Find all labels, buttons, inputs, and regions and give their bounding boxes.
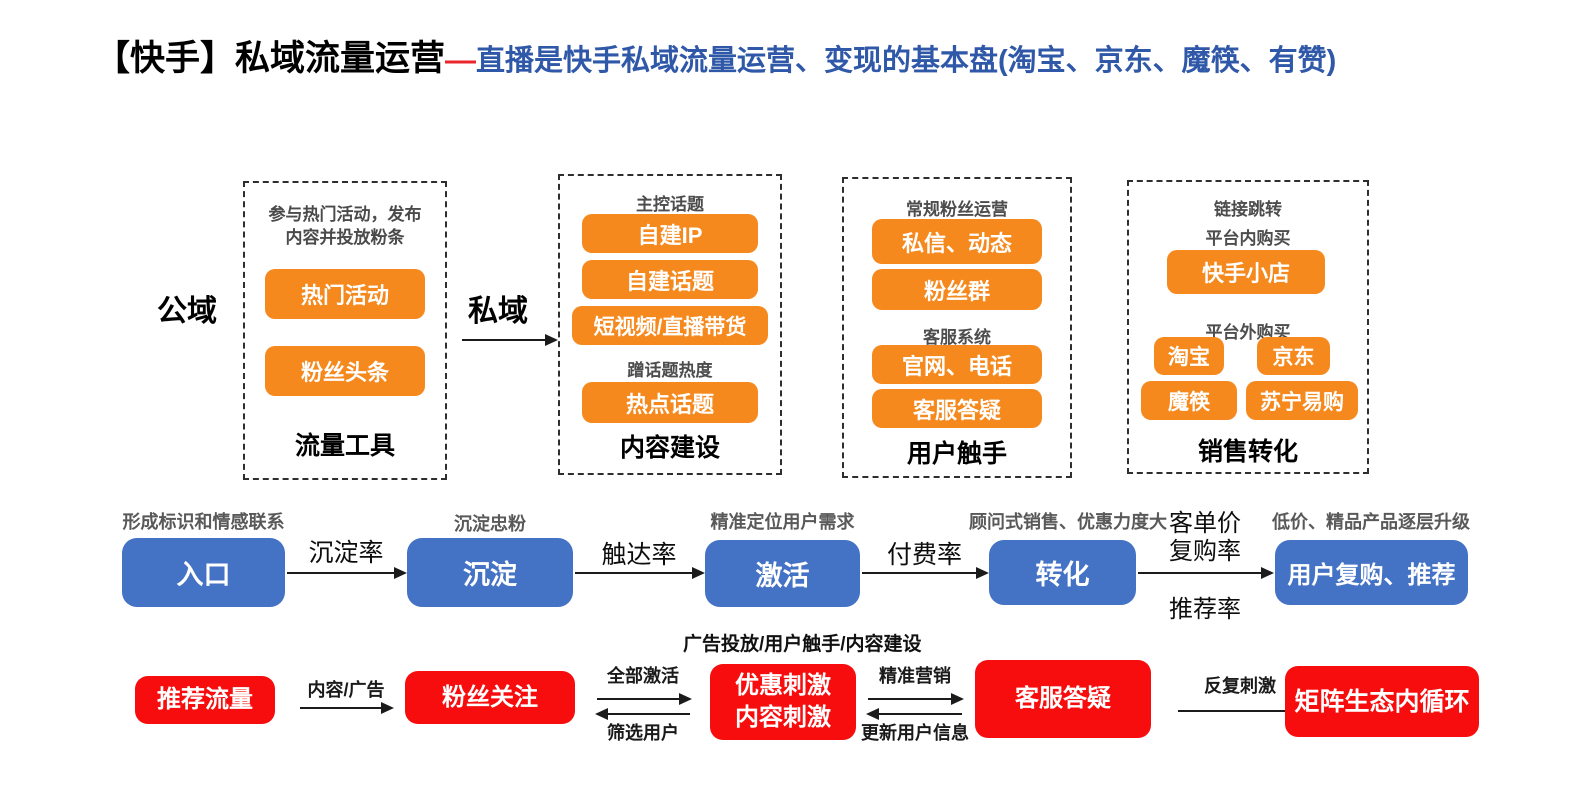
loop-box-stimulus-line2: 内容刺激: [735, 704, 831, 731]
loop-box-matrix-ecosystem: 矩阵生态内循环: [1285, 666, 1479, 737]
funnel-note-activate: 精准定位用户需求: [710, 512, 855, 532]
panel-traffic-tools: 参与热门活动，发布 内容并投放粉条 热门活动 粉丝头条 流量工具: [243, 181, 447, 480]
touch-group1-label: 常规粉丝运营: [906, 200, 1008, 219]
funnel-note-convert: 顾问式销售、优惠力度大: [969, 512, 1167, 532]
panel-sales-conversion: 链接跳转 平台内购买 快手小店 平台外购买 淘宝 京东 魔筷 苏宁易购 销售转化: [1127, 180, 1369, 474]
panel-sales-title: 销售转化: [1197, 438, 1298, 466]
traffic-btn-hot-activity: 热门活动: [265, 269, 425, 319]
loop-label-filter-users: 筛选用户: [607, 723, 679, 743]
loop-box-stimulus: 优惠刺激 内容刺激: [710, 664, 856, 740]
loop-arrow-2-right: [597, 693, 692, 705]
funnel-rate-payment: 付费率: [886, 541, 962, 569]
loop-arrow-4: [1178, 705, 1304, 717]
funnel-stage-activate: 激活: [705, 540, 860, 607]
funnel-arrow-4: [1138, 567, 1274, 579]
loop-header: 广告投放/用户触手/内容建设: [683, 634, 922, 655]
panel-traffic-title: 流量工具: [294, 432, 395, 460]
touch-btn-dm-updates: 私信、动态: [872, 219, 1042, 264]
funnel-arrow-2: [575, 567, 705, 579]
content-btn-own-ip: 自建IP: [582, 214, 758, 253]
funnel-stage-repurchase: 用户复购、推荐: [1275, 540, 1468, 605]
panel-content-building: 主控话题 自建IP 自建话题 短视频/直播带货 蹭话题热度 热点话题 内容建设: [558, 174, 782, 475]
title-main: 【快手】私域流量运营: [95, 39, 446, 78]
sales-btn-jd: 京东: [1257, 337, 1330, 375]
panel-traffic-note: 参与热门活动，发布 内容并投放粉条: [245, 203, 445, 249]
funnel-stage-settle: 沉淀: [407, 538, 573, 607]
loop-label-activate-all: 全部激活: [607, 666, 679, 686]
sales-btn-kuaishou-shop: 快手小店: [1167, 250, 1325, 294]
funnel-note-repurchase: 低价、精品产品逐层升级: [1272, 512, 1470, 532]
title-subtitle: 直播是快手私域流量运营、变现的基本盘(淘宝、京东、魔筷、有赞): [476, 45, 1337, 77]
content-group1-label: 主控话题: [636, 195, 704, 214]
funnel-rate-reach: 触达率: [601, 541, 677, 569]
funnel-rate-retention: 沉淀率: [308, 539, 384, 567]
funnel-stage-convert: 转化: [989, 540, 1136, 605]
loop-box-stimulus-text: 优惠刺激 内容刺激: [735, 670, 831, 734]
touch-btn-service-qa: 客服答疑: [872, 389, 1042, 428]
funnel-note-entry: 形成标识和情感联系: [122, 512, 285, 532]
panel-user-touchpoints: 常规粉丝运营 私信、动态 粉丝群 客服系统 官网、电话 客服答疑 用户触手: [842, 177, 1072, 478]
loop-label-content-ads: 内容/广告: [307, 680, 385, 700]
public-domain-label: 公域: [157, 295, 217, 328]
loop-arrow-3-right: [868, 693, 964, 705]
title-dash: —: [445, 42, 477, 77]
sales-btn-suning: 苏宁易购: [1246, 381, 1358, 420]
touch-btn-website-phone: 官网、电话: [872, 345, 1042, 384]
sales-top-label: 链接跳转: [1214, 200, 1282, 219]
funnel-rate-referral: 推荐率: [1169, 596, 1241, 623]
page-title: 【快手】私域流量运营—直播是快手私域流量运营、变现的基本盘(淘宝、京东、魔筷、有…: [95, 30, 1336, 81]
loop-label-repeat-stimulus: 反复刺激: [1204, 676, 1276, 696]
loop-label-precise-marketing: 精准营销: [879, 666, 951, 686]
sales-group1-label: 平台内购买: [1205, 229, 1291, 248]
content-btn-shortvideo-live: 短视频/直播带货: [572, 306, 768, 345]
touch-btn-fan-group: 粉丝群: [872, 269, 1042, 310]
content-btn-hot-topic: 热点话题: [582, 382, 758, 423]
touch-group2-label: 客服系统: [923, 328, 991, 347]
content-group2-label: 蹭话题热度: [627, 361, 713, 380]
loop-arrow-3-left: [866, 708, 962, 720]
sales-btn-taobao: 淘宝: [1154, 337, 1224, 375]
private-domain-label: 私域: [468, 295, 528, 328]
loop-box-service-qa: 客服答疑: [975, 660, 1151, 738]
funnel-stage-entry: 入口: [122, 538, 285, 607]
panel-traffic-note-line2: 内容并投放粉条: [285, 228, 405, 247]
panel-traffic-note-line1: 参与热门活动，发布: [268, 205, 422, 224]
funnel-rate-repurchase: 复购率: [1169, 538, 1241, 565]
panel-content-title: 内容建设: [619, 434, 720, 462]
loop-arrow-1: [300, 702, 394, 714]
funnel-note-settle: 沉淀忠粉: [454, 514, 526, 534]
funnel-arrow-1: [287, 567, 407, 579]
content-btn-own-topic: 自建话题: [582, 260, 758, 299]
loop-box-fan-follow: 粉丝关注: [405, 671, 575, 724]
panel-touch-title: 用户触手: [906, 440, 1007, 468]
loop-label-update-userinfo: 更新用户信息: [861, 723, 969, 743]
public-to-private-arrow: [462, 334, 558, 346]
loop-arrow-2-left: [595, 708, 690, 720]
funnel-arrow-3: [862, 567, 989, 579]
funnel-rate-aov: 客单价: [1169, 510, 1241, 537]
sales-btn-mokuai: 魔筷: [1141, 381, 1237, 420]
loop-box-stimulus-line1: 优惠刺激: [735, 672, 831, 699]
traffic-btn-fan-headline: 粉丝头条: [265, 346, 425, 396]
loop-box-recommend-traffic: 推荐流量: [135, 676, 275, 724]
